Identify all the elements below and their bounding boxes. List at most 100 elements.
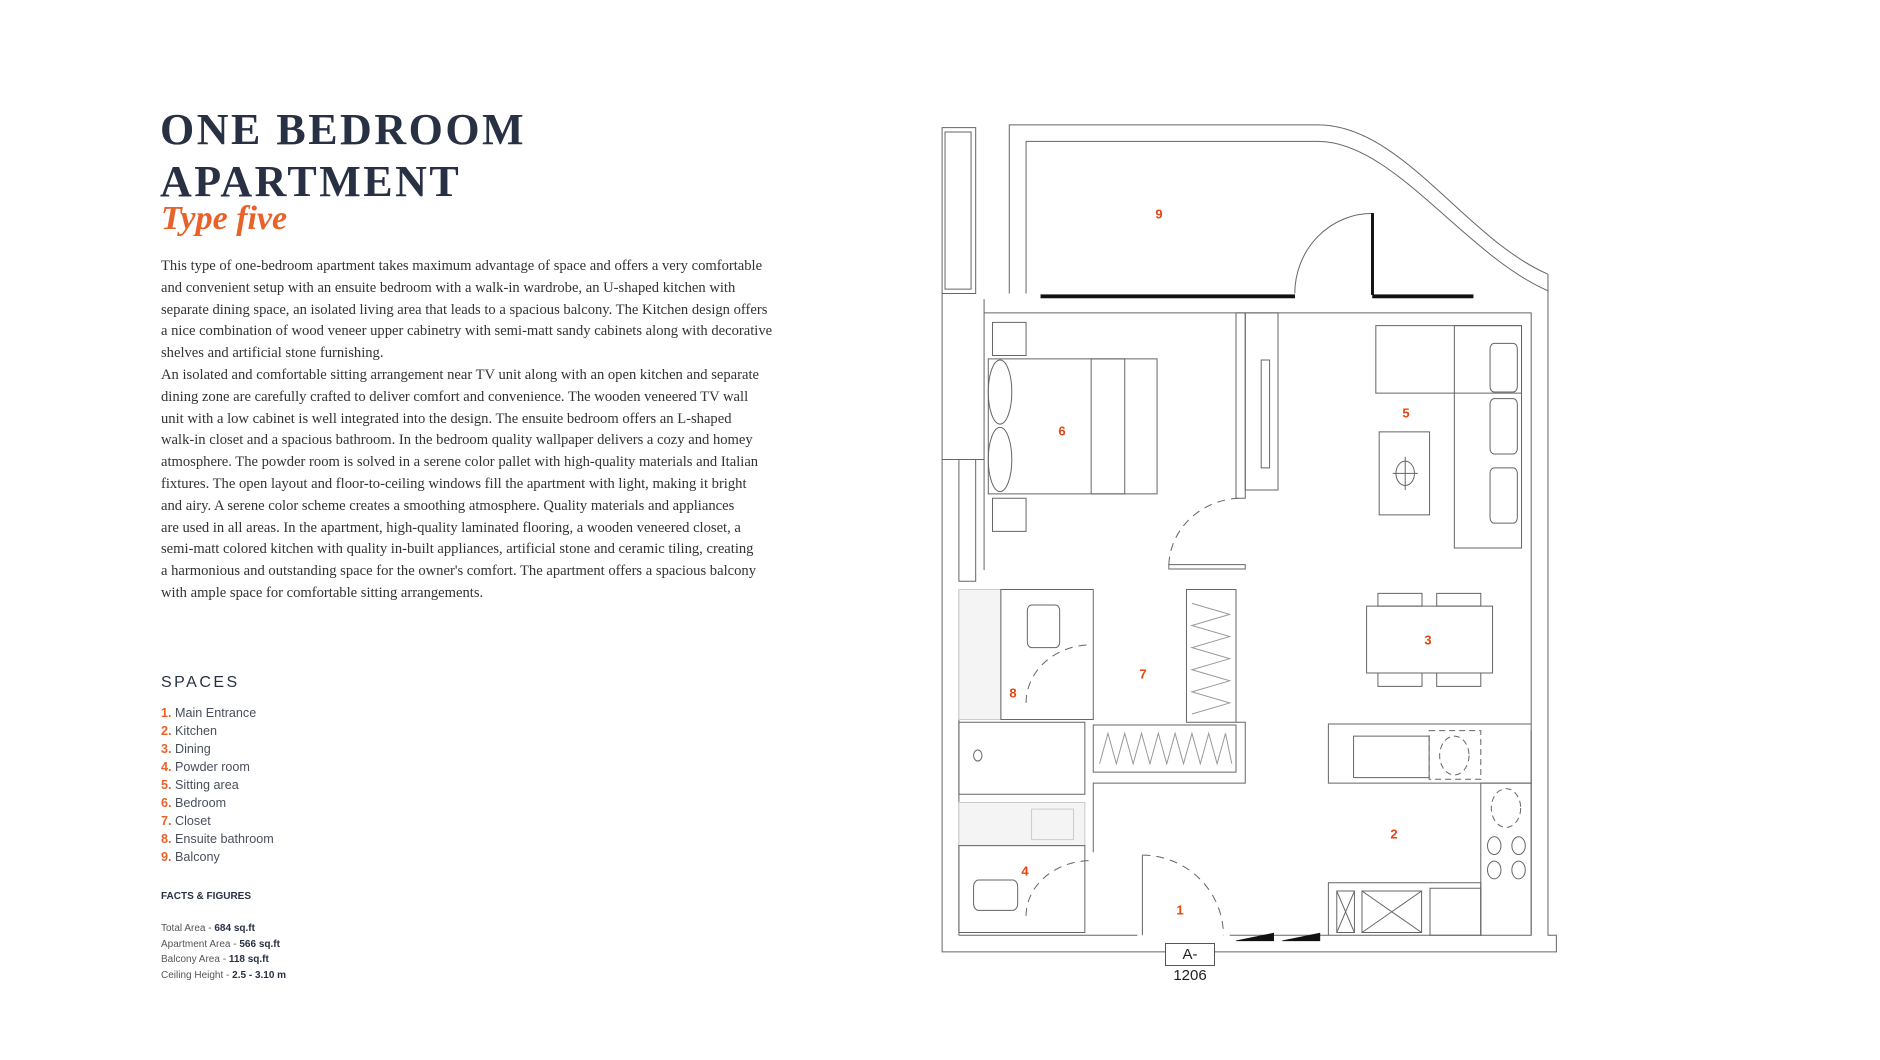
- sink: [1032, 809, 1074, 839]
- unit-label: A-1206: [1165, 943, 1215, 984]
- powder-room: [959, 846, 1085, 933]
- appliance: [1337, 891, 1355, 932]
- space-label: Kitchen: [175, 724, 218, 738]
- space-number: 7.: [161, 814, 172, 828]
- spaces-heading: SPACES: [161, 674, 240, 691]
- chair: [1378, 673, 1422, 686]
- space-label: Closet: [175, 814, 211, 828]
- cushion: [1490, 468, 1517, 523]
- fact-label: Total Area -: [161, 923, 215, 934]
- room-number-6: 6: [1058, 423, 1066, 439]
- room-number-3: 3: [1424, 632, 1432, 648]
- window-marker: [1235, 932, 1275, 942]
- description-line: semi-matt colored kitchen with quality i…: [161, 541, 754, 558]
- fact-item: Balcony Area - 118 sq.ft: [161, 952, 286, 968]
- space-number: 5.: [161, 778, 172, 792]
- tv-unit: [1245, 313, 1278, 490]
- description-line: and airy. A serene color scheme creates …: [161, 497, 735, 514]
- burner: [1488, 837, 1501, 855]
- description-line: An isolated and comfortable sitting arra…: [161, 366, 760, 383]
- kitchen-sink: [1354, 736, 1430, 777]
- ensuite-bathroom: [1001, 590, 1093, 720]
- space-item: 5. Sitting area: [161, 776, 274, 794]
- outer-wall: [942, 274, 1556, 952]
- fact-label: Apartment Area -: [161, 938, 240, 950]
- space-label: Dining: [175, 742, 211, 756]
- space-label: Main Entrance: [175, 706, 257, 720]
- chair: [1437, 593, 1481, 606]
- space-label: Ensuite bathroom: [175, 832, 274, 846]
- space-item: 8. Ensuite bathroom: [161, 830, 274, 848]
- space-number: 3.: [161, 742, 172, 756]
- appliance: [1362, 891, 1422, 932]
- description-line: and convenient setup with an ensuite bed…: [161, 279, 736, 296]
- fact-label: Ceiling Height -: [161, 969, 233, 981]
- balcony-door-swing: [1295, 213, 1373, 293]
- bedroom-door-swing: [1169, 498, 1238, 564]
- pillow: [988, 360, 1012, 424]
- page-title: ONE BEDROOM APARTMENT: [160, 104, 526, 208]
- railing: [942, 128, 976, 294]
- room-number-7: 7: [1139, 666, 1147, 682]
- bedroom-side-wall: [959, 460, 976, 582]
- space-item: 4. Powder room: [161, 758, 274, 776]
- nightstand: [992, 322, 1026, 355]
- room-number-2: 2: [1390, 826, 1398, 842]
- description-line: fixtures. The open layout and floor-to-c…: [161, 475, 747, 492]
- window: [1040, 294, 1296, 299]
- room-number-5: 5: [1402, 405, 1410, 421]
- description-line: are used in all areas. In the apartment,…: [161, 519, 741, 536]
- entrance-door-swing: [1142, 855, 1223, 935]
- tv: [1261, 360, 1269, 468]
- window-marker: [1282, 932, 1321, 942]
- room-number-4: 4: [1021, 863, 1029, 879]
- title-line-2: APARTMENT: [160, 157, 462, 206]
- spaces-list: 1. Main Entrance 2. Kitchen 3. Dining 4.…: [161, 704, 274, 866]
- kitchen-counter: [1328, 724, 1531, 783]
- description-line: shelves and artificial stone furnishing.: [161, 345, 384, 362]
- fact-item: Ceiling Height - 2.5 - 3.10 m: [161, 968, 286, 984]
- room-number-8: 8: [1009, 685, 1017, 701]
- subtitle: Type five: [161, 200, 288, 237]
- marble-counter: [959, 803, 1085, 846]
- balcony-door: [1370, 213, 1374, 295]
- space-item: 3. Dining: [161, 740, 274, 758]
- window: [1372, 294, 1474, 299]
- fact-value: 684 sq.ft: [214, 923, 255, 934]
- space-item: 2. Kitchen: [161, 722, 274, 740]
- space-number: 6.: [161, 796, 172, 810]
- fact-value: 2.5 - 3.10 m: [232, 969, 287, 981]
- fact-item: Total Area - 684 sq.ft: [161, 921, 286, 937]
- fact-label: Balcony Area -: [161, 954, 229, 966]
- space-number: 4.: [161, 760, 172, 774]
- description-line: with ample space for comfortable sitting…: [161, 584, 484, 601]
- space-number: 8.: [161, 832, 172, 846]
- space-item: 7. Closet: [161, 812, 274, 830]
- powder-door-swing: [1026, 861, 1091, 916]
- space-label: Bedroom: [175, 796, 227, 810]
- tv-cabinet: [1376, 326, 1522, 393]
- wardrobe: [1186, 590, 1236, 723]
- wardrobe: [1093, 725, 1236, 772]
- bed: [988, 359, 1157, 494]
- title-line-1: ONE BEDROOM: [160, 105, 527, 154]
- sofa: [1454, 326, 1521, 548]
- bed-blanket: [1091, 359, 1125, 494]
- description-line: a nice combination of wood veneer upper …: [161, 323, 773, 340]
- space-label: Balcony: [175, 850, 220, 864]
- description-line: walk-in closet and a spacious bathroom. …: [161, 432, 753, 449]
- cushion: [1490, 343, 1517, 392]
- space-label: Sitting area: [175, 778, 239, 792]
- burner: [1512, 837, 1525, 855]
- description-line: a harmonious and outstanding space for t…: [161, 563, 756, 580]
- description-line: This type of one-bedroom apartment takes…: [161, 258, 763, 274]
- floor-plan: [940, 111, 1595, 974]
- room-number-9: 9: [1155, 206, 1163, 222]
- space-item: 1. Main Entrance: [161, 704, 274, 722]
- description-line: unit with a low cabinet is well integrat…: [161, 410, 732, 427]
- chair: [1437, 673, 1481, 686]
- cushion: [1490, 399, 1517, 454]
- kitchen-counter: [1481, 783, 1531, 935]
- toilet: [974, 880, 1018, 910]
- toilet: [1027, 605, 1059, 648]
